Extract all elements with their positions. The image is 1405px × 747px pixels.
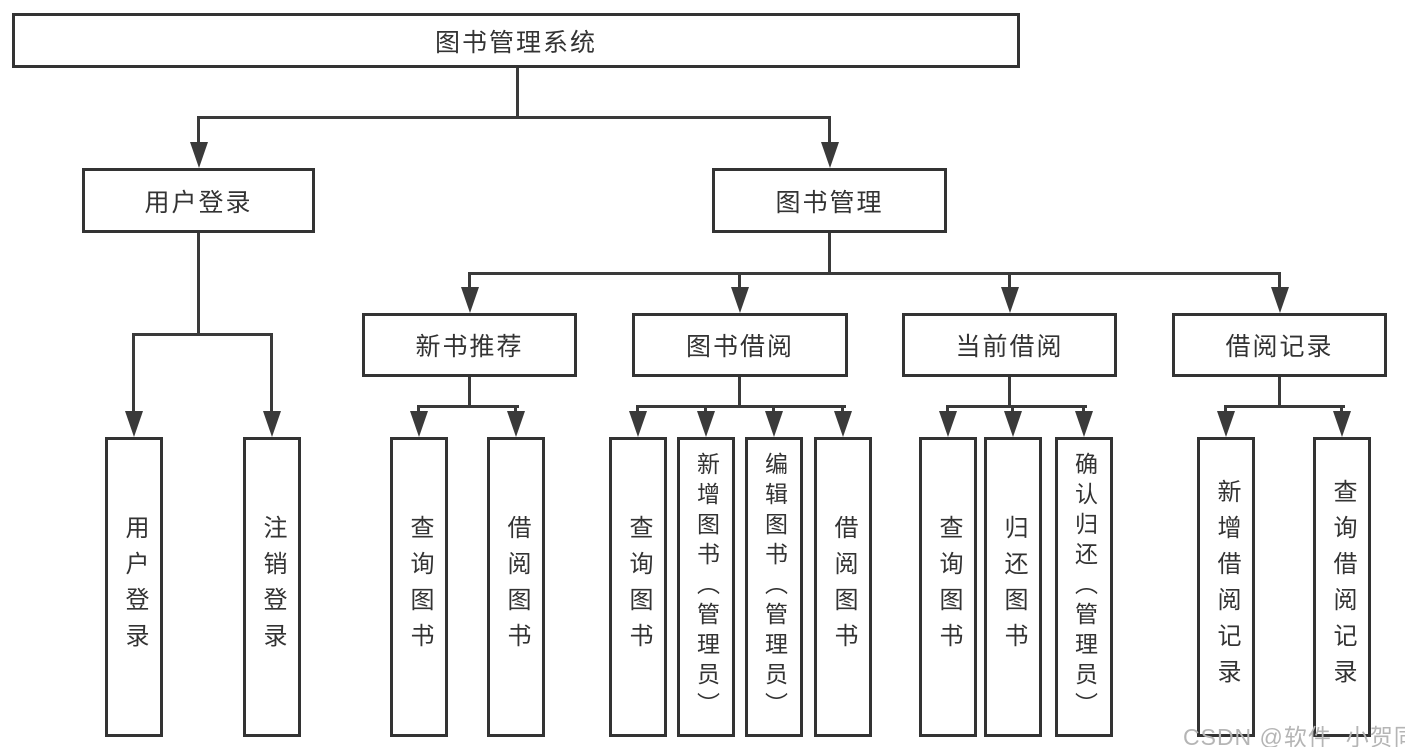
edge-line [468, 377, 471, 408]
edge-line [828, 116, 831, 148]
leaf-confirm-return-admin: 确认归还（管理员） [1055, 437, 1113, 737]
node-current-borrow: 当前借阅 [902, 313, 1117, 377]
edge-arrow [939, 411, 957, 437]
leaf-query-books-current-label: 查询图书 [935, 515, 962, 659]
leaf-edit-books-admin-label: 编辑图书（管理员） [761, 452, 788, 722]
leaf-query-books-borrow: 查询图书 [609, 437, 667, 737]
edge-line [514, 405, 517, 415]
edge-line [516, 68, 519, 118]
edge-line [1340, 405, 1343, 415]
leaf-borrow-books-recommend-label: 借阅图书 [503, 515, 530, 659]
edge-line [197, 116, 200, 148]
node-borrow-records-label: 借阅记录 [1225, 333, 1334, 361]
edge-arrow [697, 411, 715, 437]
edge-line [270, 333, 273, 415]
edge-line [468, 272, 471, 292]
edge-line [1008, 377, 1011, 408]
leaf-borrow-books-label: 借阅图书 [830, 515, 857, 659]
leaf-confirm-return-admin-label: 确认归还（管理员） [1071, 452, 1098, 722]
edge-line [1011, 405, 1014, 415]
edge-line [704, 405, 707, 415]
node-root-system-label: 图书管理系统 [434, 28, 597, 57]
edge-line [946, 405, 949, 415]
edge-arrow [1001, 287, 1019, 313]
node-root-system: 图书管理系统 [12, 13, 1020, 68]
edge-line [738, 272, 741, 292]
leaf-edit-books-admin: 编辑图书（管理员） [745, 437, 803, 737]
edge-line [841, 405, 844, 415]
leaf-query-borrow-record-label: 查询借阅记录 [1329, 479, 1356, 695]
edge-line [738, 377, 741, 408]
leaf-return-books-label: 归还图书 [1000, 515, 1027, 659]
csdn-watermark: CSDN @软件_小贺同学 [1183, 724, 1405, 747]
node-new-book-recommend-label: 新书推荐 [415, 333, 524, 361]
edge-line [636, 405, 846, 408]
leaf-borrow-books-recommend: 借阅图书 [487, 437, 545, 737]
edge-arrow [1333, 411, 1351, 437]
edge-arrow [263, 411, 281, 437]
node-book-borrow-label: 图书借阅 [685, 333, 794, 361]
node-book-borrow: 图书借阅 [632, 313, 848, 377]
edge-arrow [410, 411, 428, 437]
edge-arrow [125, 411, 143, 437]
edge-line [417, 405, 519, 408]
edge-line [132, 333, 135, 415]
leaf-query-books-current: 查询图书 [919, 437, 977, 737]
edge-line [828, 233, 831, 275]
leaf-add-borrow-record: 新增借阅记录 [1197, 437, 1255, 737]
node-new-book-recommend: 新书推荐 [362, 313, 577, 377]
edge-line [946, 405, 1087, 408]
edge-line [1224, 405, 1345, 408]
edge-arrow [834, 411, 852, 437]
edge-line [772, 405, 775, 415]
edge-line [132, 333, 273, 336]
node-user-login: 用户登录 [82, 168, 315, 233]
leaf-query-books-recommend-label: 查询图书 [406, 515, 433, 659]
edge-line [1278, 272, 1281, 292]
leaf-query-borrow-record: 查询借阅记录 [1313, 437, 1371, 737]
edge-arrow [507, 411, 525, 437]
leaf-user-login: 用户登录 [105, 437, 163, 737]
edge-line [197, 233, 200, 336]
leaf-logout: 注销登录 [243, 437, 301, 737]
edge-line [1278, 377, 1281, 408]
edge-arrow [190, 142, 208, 168]
leaf-add-books-admin-label: 新增图书（管理员） [693, 452, 720, 722]
leaf-query-books-recommend: 查询图书 [390, 437, 448, 737]
edge-arrow [461, 287, 479, 313]
node-current-borrow-label: 当前借阅 [955, 333, 1064, 361]
leaf-add-borrow-record-label: 新增借阅记录 [1213, 479, 1240, 695]
leaf-return-books: 归还图书 [984, 437, 1042, 737]
leaf-user-login-label: 用户登录 [121, 515, 148, 659]
leaf-add-books-admin: 新增图书（管理员） [677, 437, 735, 737]
edge-line [1082, 405, 1085, 415]
node-book-management: 图书管理 [712, 168, 947, 233]
node-book-management-label: 图书管理 [775, 188, 884, 217]
edge-arrow [1217, 411, 1235, 437]
leaf-borrow-books: 借阅图书 [814, 437, 872, 737]
edge-line [1224, 405, 1227, 415]
edge-line [1008, 272, 1011, 292]
leaf-logout-label: 注销登录 [259, 515, 286, 659]
edge-arrow [765, 411, 783, 437]
node-user-login-label: 用户登录 [144, 188, 253, 217]
edge-arrow [629, 411, 647, 437]
edge-arrow [1004, 411, 1022, 437]
edge-line [636, 405, 639, 415]
node-borrow-records: 借阅记录 [1172, 313, 1387, 377]
edge-arrow [731, 287, 749, 313]
edge-line [197, 116, 831, 119]
edge-arrow [1075, 411, 1093, 437]
leaf-query-books-borrow-label: 查询图书 [625, 515, 652, 659]
edge-line [417, 405, 420, 415]
edge-line [468, 272, 1281, 275]
edge-arrow [821, 142, 839, 168]
edge-arrow [1271, 287, 1289, 313]
